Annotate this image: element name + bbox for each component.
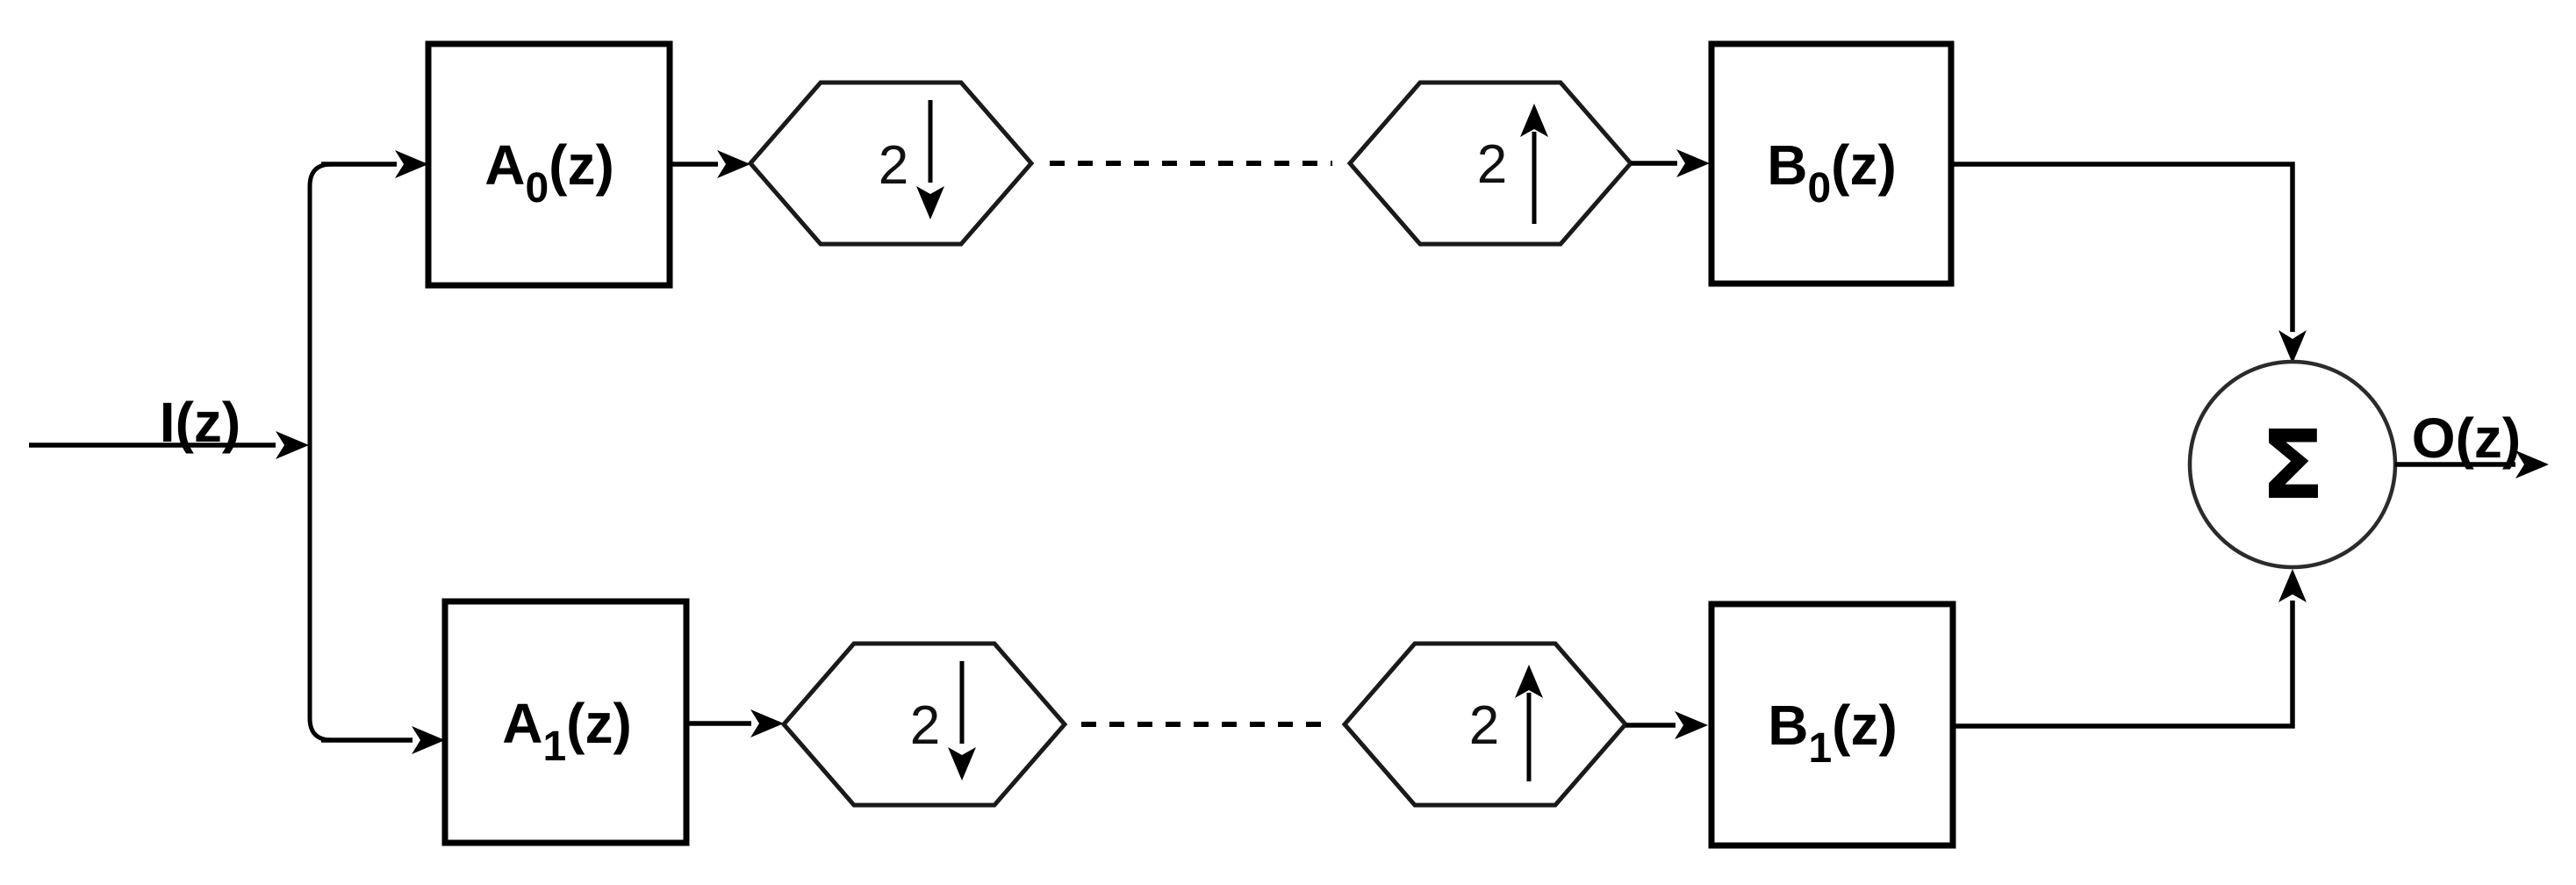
input-label: I(z) [160, 391, 240, 454]
arrowhead-icon [412, 726, 445, 754]
downsample-factor: 2 [879, 135, 908, 196]
wire [1951, 162, 2295, 332]
output-label: O(z) [2412, 407, 2521, 470]
branch-arrow-top [321, 150, 428, 178]
wire-upsampler-to-b0 [1631, 149, 1710, 177]
label-subscript: 0 [1807, 165, 1831, 212]
arrowhead-icon [948, 747, 976, 781]
arrowhead-icon [2515, 450, 2549, 478]
arrowhead-icon [2278, 569, 2307, 602]
analysis-filter-box-a0 [425, 40, 673, 289]
analysis-filter-label-a0: A0(z) [484, 133, 614, 212]
downsample-factor: 2 [910, 695, 940, 756]
down-arrow-icon [916, 100, 944, 219]
wire-upsampler-to-b1 [1625, 711, 1708, 739]
label-subscript: 1 [1808, 725, 1832, 772]
wire [1953, 601, 2295, 729]
downsampler-hexagon [780, 641, 1068, 808]
label-arg: (z) [1832, 694, 1898, 757]
synthesis-filter-box-b1 [1708, 601, 1956, 849]
label-base: B [1767, 133, 1807, 197]
arrowhead-icon [1676, 149, 1710, 177]
label-arg: (z) [1831, 133, 1897, 197]
downsampler-hexagon [747, 80, 1035, 247]
label-subscript: 1 [542, 723, 566, 770]
wire-a0-to-downsampler [670, 150, 750, 178]
upsampler-0: 2 [1346, 80, 1634, 247]
arrowhead-icon [276, 431, 309, 459]
upsampler-1: 2 [1341, 641, 1629, 808]
input-signal: I(z) [29, 391, 309, 459]
upsample-factor: 2 [1477, 134, 1507, 195]
label-base: A [502, 692, 542, 755]
label-subscript: 0 [525, 165, 549, 212]
label-base: B [1768, 694, 1808, 757]
label-arg: (z) [549, 133, 614, 197]
wire-b0-to-sum [1951, 162, 2307, 363]
downsampler-1: 2 [780, 641, 1068, 808]
summation-node: Σ [2187, 359, 2398, 570]
branch-0: A0(z) 2 2 B0(z) [425, 40, 2307, 363]
arrowhead-icon [717, 150, 750, 178]
wire-b1-to-sum [1953, 569, 2307, 729]
label-arg: (z) [566, 692, 632, 755]
arrowhead-icon [1515, 665, 1543, 698]
down-arrow-icon [948, 661, 976, 781]
branch-1: A1(z) 2 2 B1(z) [441, 569, 2307, 849]
arrowhead-icon [1520, 104, 1548, 137]
upsample-factor: 2 [1469, 695, 1499, 756]
sum-symbol: Σ [2260, 411, 2325, 521]
arrowhead-icon [2278, 330, 2307, 363]
analysis-filter-box-a1 [441, 598, 690, 846]
up-arrow-icon [1515, 665, 1543, 781]
label-base: A [484, 133, 525, 197]
synthesis-filter-box-b0 [1708, 40, 1955, 287]
arrowhead-icon [916, 186, 944, 219]
branch-split-wire [307, 162, 333, 743]
synthesis-filter-label-b1: B1(z) [1768, 694, 1898, 772]
arrowhead-icon [1675, 711, 1708, 739]
downsampler-0: 2 [747, 80, 1035, 247]
synthesis-filter-label-b0: B0(z) [1767, 133, 1897, 212]
up-arrow-icon [1520, 104, 1548, 224]
analysis-filter-label-a1: A1(z) [502, 692, 632, 770]
arrowhead-icon [395, 150, 428, 178]
wire-a1-to-downsampler [686, 709, 784, 738]
branch-arrow-bottom [321, 726, 445, 754]
arrowhead-icon [750, 709, 784, 738]
output-signal: O(z) [2395, 407, 2549, 478]
